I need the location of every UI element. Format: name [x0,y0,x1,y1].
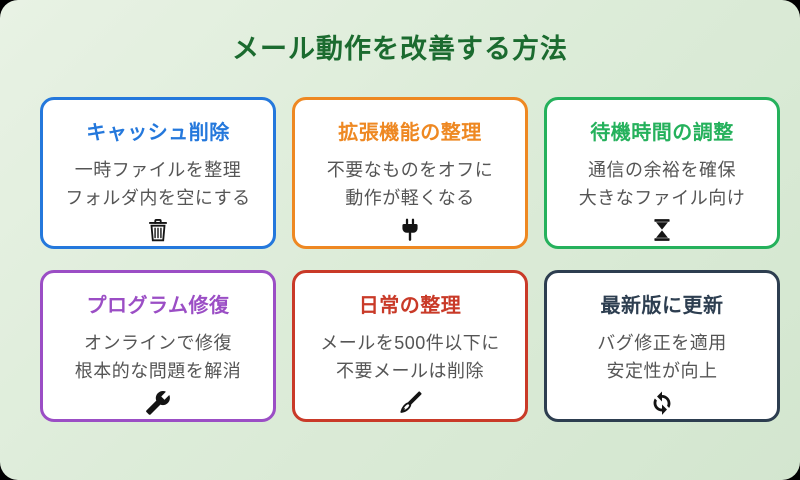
refresh-icon [649,390,675,416]
card-title: 待機時間の調整 [590,122,734,144]
card-line: バグ修正を適用 [597,333,727,353]
card-line: メールを500件以下に [320,333,500,353]
card-title: 日常の整理 [358,295,462,317]
card-line: 不要メールは削除 [336,361,484,381]
card-line: 動作が軽くなる [345,188,475,208]
card-line: 一時ファイルを整理 [74,160,242,180]
hourglass-icon [649,217,675,243]
wrench-icon [145,390,171,416]
card-line: 根本的な問題を解消 [74,361,242,381]
card-title: キャッシュ削除 [86,122,230,144]
card-line: 不要なものをオフに [326,160,494,180]
card-update: 最新版に更新 バグ修正を適用 安定性が向上 [544,270,780,422]
plug-icon [397,217,423,243]
broom-icon [397,390,423,416]
card-line: 安定性が向上 [606,361,718,381]
card-title: 拡張機能の整理 [338,122,482,144]
card-line: 通信の余裕を確保 [588,160,736,180]
card-extensions: 拡張機能の整理 不要なものをオフに 動作が軽くなる [292,97,528,249]
card-line: オンラインで修復 [84,333,232,353]
card-repair: プログラム修復 オンラインで修復 根本的な問題を解消 [40,270,276,422]
card-cache-clear: キャッシュ削除 一時ファイルを整理 フォルダ内を空にする [40,97,276,249]
card-title: プログラム修復 [86,295,230,317]
trash-icon [145,217,171,243]
card-timeout: 待機時間の調整 通信の余裕を確保 大きなファイル向け [544,97,780,249]
card-line: フォルダ内を空にする [65,188,251,208]
card-daily-cleanup: 日常の整理 メールを500件以下に 不要メールは削除 [292,270,528,422]
page-title: メール動作を改善する方法 [232,34,568,64]
card-grid: キャッシュ削除 一時ファイルを整理 フォルダ内を空にする 拡張機能の整理 不要な… [40,97,780,422]
card-title: 最新版に更新 [600,295,724,317]
card-line: 大きなファイル向け [578,188,746,208]
